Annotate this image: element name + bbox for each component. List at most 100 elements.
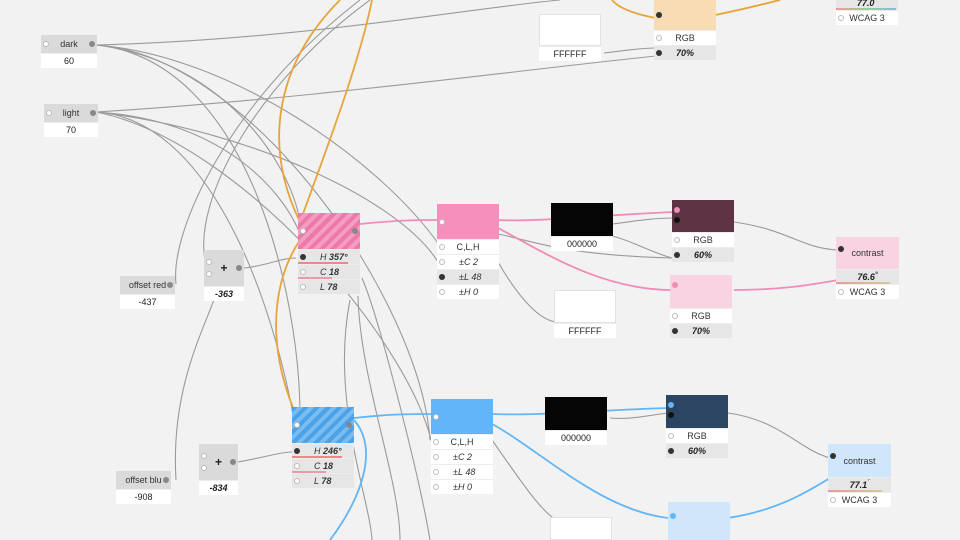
input-port[interactable] [300,284,306,290]
output-port[interactable] [236,265,242,271]
hex-value-row[interactable]: 000000 [551,236,613,251]
input-port[interactable] [668,448,674,454]
hex-value-row[interactable]: FFFFFF [539,46,601,61]
input-value-field[interactable]: 70 [44,122,98,137]
hex-node-top-white[interactable]: FFFFFF [539,14,601,61]
contrast-header[interactable]: contrast [828,444,891,477]
input-port[interactable] [672,282,678,288]
contrast-header[interactable]: contrast [836,237,899,269]
input-node-header[interactable]: dark [41,35,97,53]
hex-node-blue-white[interactable] [550,517,612,540]
split-node-blue[interactable]: C,L,H ±C 2 ±L 48 ±H 0 [431,399,493,494]
input-port[interactable] [294,448,300,454]
output-port[interactable] [90,110,96,116]
output-port[interactable] [230,459,236,465]
contrast-level-select[interactable]: WCAG 3 [836,10,898,25]
hex-node-red-black[interactable]: 000000 [551,203,613,251]
add-node-red[interactable]: + -363 [204,250,244,301]
lch-chroma-row[interactable]: C 18 [292,458,354,473]
mix-amount-row[interactable]: 70% [670,323,732,338]
mix-amount-row[interactable]: 60% [666,443,728,458]
input-node-header[interactable]: offset blu [116,471,171,489]
split-c-row[interactable]: ±C 2 [437,254,499,269]
input-port[interactable] [830,497,836,503]
mix-mode-select[interactable]: RGB [672,232,734,247]
mix-color-swatch[interactable] [672,200,734,232]
split-l-row[interactable]: ±L 48 [431,464,493,479]
input-port[interactable] [433,413,439,420]
mix-color-swatch[interactable] [654,0,716,30]
input-port[interactable] [201,453,207,459]
input-port[interactable] [674,252,680,258]
output-port[interactable] [89,41,95,47]
input-port[interactable] [294,463,300,469]
hex-color-swatch[interactable] [554,290,616,323]
input-node-offset-blue[interactable]: offset blu -908 [116,471,171,504]
input-port[interactable] [206,271,212,277]
hex-color-swatch[interactable] [550,517,612,540]
mix-color-swatch[interactable] [668,502,730,540]
input-port[interactable] [668,402,674,408]
input-port[interactable] [46,110,52,116]
input-node-dark[interactable]: dark 60 [41,35,97,68]
lch-chroma-row[interactable]: C 18 [298,264,360,279]
mix-node-red-light[interactable]: RGB 70% [670,275,732,338]
input-port[interactable] [300,228,306,234]
mix-mode-select[interactable]: RGB [670,308,732,323]
contrast-node-red[interactable]: contrast 76.6° WCAG 3 [836,237,899,299]
lch-hue-row[interactable]: H 357° [298,249,360,264]
contrast-node-blue[interactable]: contrast 77.1´ WCAG 3 [828,444,891,507]
output-port[interactable] [167,282,173,288]
mix-node-blue-light[interactable] [668,502,730,540]
input-port[interactable] [656,50,662,56]
input-node-offset-red[interactable]: offset red -437 [120,276,175,309]
input-value-field[interactable]: 60 [41,53,97,68]
input-port[interactable] [439,259,445,265]
lch-color-swatch[interactable] [292,407,354,443]
input-port[interactable] [674,207,680,213]
input-port[interactable] [672,313,678,319]
split-color-swatch[interactable] [437,204,499,239]
output-port[interactable] [163,477,169,483]
hex-node-blue-black[interactable]: 000000 [545,397,607,445]
input-port[interactable] [300,254,306,260]
hex-value-row[interactable]: 000000 [545,430,607,445]
input-node-light[interactable]: light 70 [44,104,98,137]
input-port[interactable] [294,422,300,428]
hex-node-red-white[interactable]: FFFFFF [554,290,616,338]
mix-color-swatch[interactable] [670,275,732,308]
input-node-header[interactable]: offset red [120,276,175,294]
lch-color-swatch[interactable] [298,213,360,249]
split-h-row[interactable]: ±H 0 [431,479,493,494]
input-value-field[interactable]: -908 [116,489,171,504]
input-port[interactable] [668,412,674,418]
split-h-row[interactable]: ±H 0 [437,284,499,299]
input-port[interactable] [674,217,680,223]
input-port[interactable] [433,454,439,460]
contrast-node-top[interactable]: 77.0° WCAG 3 [836,0,898,25]
input-port[interactable] [672,328,678,334]
split-c-row[interactable]: ±C 2 [431,449,493,464]
add-node-blue[interactable]: + -834 [199,444,238,495]
input-port[interactable] [439,274,445,280]
split-l-row[interactable]: ±L 48 [437,269,499,284]
input-port[interactable] [838,15,844,21]
lch-node-red[interactable]: H 357° C 18 L 78 [298,213,360,294]
split-node-red[interactable]: C,L,H ±C 2 ±L 48 ±H 0 [437,204,499,299]
input-port[interactable] [830,453,836,459]
mix-mode-select[interactable]: RGB [666,428,728,443]
input-port[interactable] [43,41,49,47]
mix-color-swatch[interactable] [666,395,728,428]
input-port[interactable] [206,259,212,265]
hex-value-row[interactable]: FFFFFF [554,323,616,338]
input-port[interactable] [838,289,844,295]
input-port[interactable] [674,237,680,243]
mix-node-blue-dark[interactable]: RGB 60% [666,395,728,458]
input-port[interactable] [656,35,662,41]
mix-node-red-dark[interactable]: RGB 60% [672,200,734,262]
input-port[interactable] [433,439,439,445]
input-port[interactable] [300,269,306,275]
input-port[interactable] [439,218,445,225]
mix-amount-row[interactable]: 60% [672,247,734,262]
input-port[interactable] [656,12,662,18]
